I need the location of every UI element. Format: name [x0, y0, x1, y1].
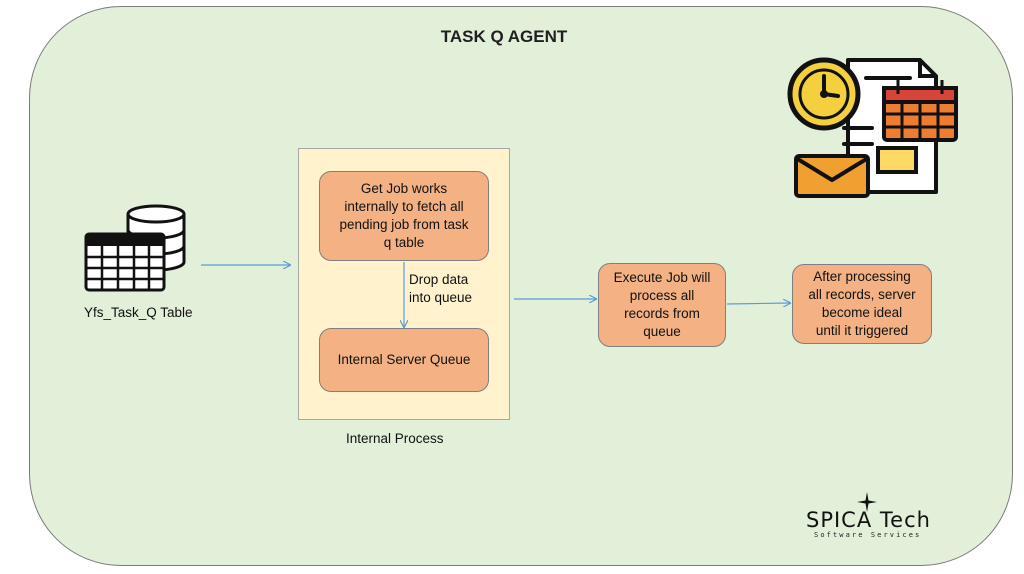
- execute-job-line: Execute Job will: [613, 270, 711, 285]
- internal-queue-label: Internal Server Queue: [337, 352, 471, 367]
- execute-job-line: records from: [624, 306, 700, 321]
- database-table-icon: [84, 204, 186, 292]
- logo-star-icon: [857, 492, 877, 512]
- logo-subtitle: Software Services: [814, 531, 922, 539]
- drop-label-line: Drop data: [409, 272, 469, 287]
- drop-data-label: Drop data into queue: [409, 271, 472, 307]
- get-job-node: Get Job works internally to fetch all pe…: [319, 171, 489, 261]
- get-job-line: q table: [383, 235, 425, 250]
- drop-label-line: into queue: [409, 290, 473, 305]
- diagram-title: TASK Q AGENT: [440, 27, 568, 46]
- internal-process-caption: Internal Process: [346, 431, 444, 446]
- after-processing-line: all records, server: [808, 287, 916, 302]
- logo-text: SPICA Tech: [806, 508, 931, 532]
- get-job-line: pending job from task: [339, 217, 469, 232]
- after-processing-line: become ideal: [821, 305, 903, 320]
- arrow-execute-to-after: [726, 303, 790, 304]
- after-processing-line: until it triggered: [815, 323, 909, 338]
- internal-queue-node: Internal Server Queue: [319, 328, 489, 392]
- after-processing-line: After processing: [813, 269, 911, 284]
- execute-job-node: Execute Job will process all records fro…: [598, 263, 726, 347]
- schedule-calendar-icon: [787, 57, 958, 198]
- execute-job-line: queue: [643, 324, 681, 339]
- execute-job-line: process all: [629, 288, 695, 303]
- source-table-label: Yfs_Task_Q Table: [84, 305, 193, 320]
- get-job-line: Get Job works: [360, 181, 448, 196]
- after-processing-node: After processing all records, server bec…: [792, 264, 932, 344]
- get-job-line: internally to fetch all: [344, 199, 464, 214]
